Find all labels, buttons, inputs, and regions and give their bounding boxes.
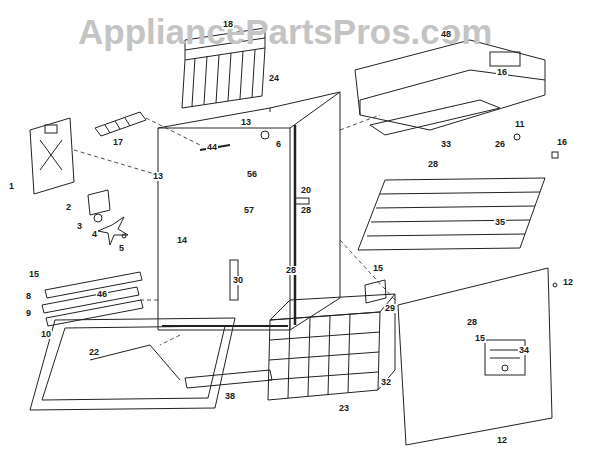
callout-number: 24 bbox=[268, 74, 280, 83]
callout-number: 16 bbox=[496, 68, 508, 77]
callout-number: 13 bbox=[240, 118, 252, 127]
callout-number: 6 bbox=[275, 140, 282, 149]
callout-number: 5 bbox=[118, 244, 125, 253]
callout-number: 12 bbox=[496, 436, 508, 445]
callout-number: 20 bbox=[300, 186, 312, 195]
freezer-cabinet bbox=[158, 92, 340, 330]
base-rails bbox=[42, 272, 143, 326]
assembly-lines bbox=[74, 115, 395, 345]
callout-number: 2 bbox=[65, 203, 72, 212]
callout-number: 26 bbox=[494, 140, 506, 149]
callout-number: 18 bbox=[222, 20, 234, 29]
callout-number: 29 bbox=[384, 304, 396, 313]
callout-number: 16 bbox=[556, 138, 568, 147]
callout-number: 1 bbox=[8, 182, 15, 191]
callout-number: 46 bbox=[96, 290, 108, 299]
evaporator-housing bbox=[355, 40, 545, 135]
callout-number: 34 bbox=[518, 346, 530, 355]
callout-number: 8 bbox=[25, 292, 32, 301]
callout-number: 28 bbox=[466, 318, 478, 327]
wire-basket bbox=[268, 294, 395, 400]
callout-number: 9 bbox=[25, 309, 32, 318]
callout-number: 32 bbox=[380, 378, 392, 387]
bracket-parts bbox=[365, 134, 558, 303]
callout-number: 14 bbox=[176, 236, 188, 245]
callout-number: 13 bbox=[152, 172, 164, 181]
callout-number: 33 bbox=[440, 140, 452, 149]
callout-number: 38 bbox=[224, 392, 236, 401]
callout-number: 28 bbox=[427, 160, 439, 169]
callout-number: 15 bbox=[474, 334, 486, 343]
callout-number: 30 bbox=[232, 276, 244, 285]
callout-number: 10 bbox=[40, 330, 52, 339]
callout-number: 56 bbox=[246, 170, 258, 179]
callout-number: 15 bbox=[372, 264, 384, 273]
fan-assembly bbox=[88, 190, 128, 245]
bottom-tray bbox=[30, 318, 235, 410]
callout-number: 57 bbox=[243, 206, 255, 215]
bottom-bar bbox=[185, 370, 272, 388]
callout-number: 3 bbox=[76, 222, 83, 231]
callout-number: 44 bbox=[206, 143, 218, 152]
callout-number: 22 bbox=[88, 348, 100, 357]
grille-part bbox=[95, 112, 146, 136]
callout-number: 15 bbox=[28, 270, 40, 279]
callout-number: 23 bbox=[338, 404, 350, 413]
callout-number: 28 bbox=[300, 206, 312, 215]
side-bracket bbox=[30, 118, 74, 194]
callout-number: 35 bbox=[494, 218, 506, 227]
callout-number: 28 bbox=[285, 266, 297, 275]
callout-number: 4 bbox=[91, 230, 98, 239]
callout-number: 48 bbox=[440, 30, 452, 39]
access-panel bbox=[398, 268, 557, 445]
watermark: AppliancePartsPros.com bbox=[78, 14, 492, 49]
callout-number: 12 bbox=[562, 278, 574, 287]
callout-number: 11 bbox=[514, 120, 526, 129]
callout-number: 17 bbox=[112, 138, 124, 147]
wire-shelf bbox=[358, 178, 545, 250]
